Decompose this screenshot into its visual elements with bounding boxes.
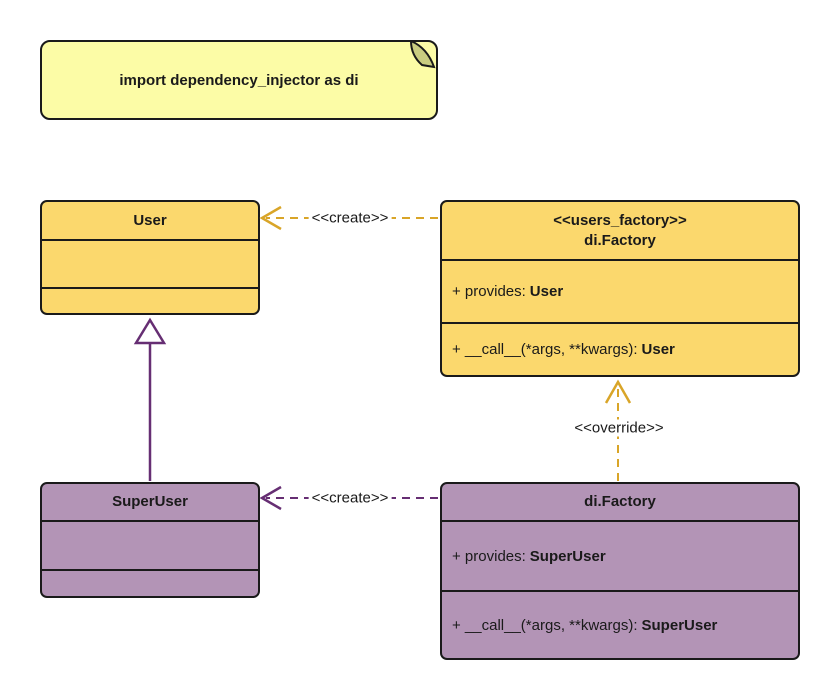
class-users-factory-name: di.Factory [584, 231, 656, 249]
class-users-factory-provides: + provides: User [442, 259, 798, 322]
class-superuser-fields-compartment [42, 520, 258, 569]
class-users-factory: <<users_factory>> di.Factory + provides:… [440, 200, 800, 377]
class-superuser: SuperUser [40, 482, 260, 598]
override-arrowhead-icon [604, 379, 632, 404]
inheritance-triangle-icon [133, 317, 167, 345]
class-superuser-factory-call: + __call__(*args, **kwargs): SuperUser [442, 590, 798, 658]
provides-type: User [529, 283, 564, 300]
create-user-label: <<create>> [308, 209, 392, 227]
class-superuser-title: SuperUser [112, 493, 188, 511]
note-import: import dependency_injector as di [40, 40, 438, 120]
class-user-methods-compartment [42, 287, 258, 313]
class-users-factory-title: <<users_factory>> di.Factory [442, 202, 798, 259]
call-label: + __call__(*args, **kwargs): [452, 616, 638, 634]
class-superuser-methods-compartment [42, 569, 258, 596]
class-user-fields-compartment [42, 239, 258, 287]
create-superuser-label: <<create>> [308, 489, 392, 507]
class-user: User [40, 200, 260, 315]
class-superuser-factory-provides: + provides: SuperUser [442, 520, 798, 590]
class-users-factory-call: + __call__(*args, **kwargs): User [442, 322, 798, 375]
call-label: + __call__(*args, **kwargs): [452, 341, 638, 358]
class-users-factory-stereotype: <<users_factory>> [553, 212, 687, 229]
call-type: User [641, 341, 675, 358]
note-text: import dependency_injector as di [119, 71, 359, 89]
provides-type: SuperUser [529, 547, 606, 565]
provides-label: + provides: [452, 283, 526, 300]
note-fold-shape [409, 40, 436, 69]
call-type: SuperUser [641, 616, 718, 634]
class-user-title: User [133, 211, 167, 229]
class-superuser-factory-title: di.Factory [584, 493, 656, 511]
create-superuser-arrowhead-icon [259, 485, 282, 511]
create-user-arrowhead-icon [259, 205, 282, 231]
note-fold-icon [409, 40, 436, 69]
override-label: <<override>> [571, 419, 667, 437]
provides-label: + provides: [452, 547, 526, 565]
class-superuser-factory: di.Factory + provides: SuperUser + __cal… [440, 482, 800, 660]
